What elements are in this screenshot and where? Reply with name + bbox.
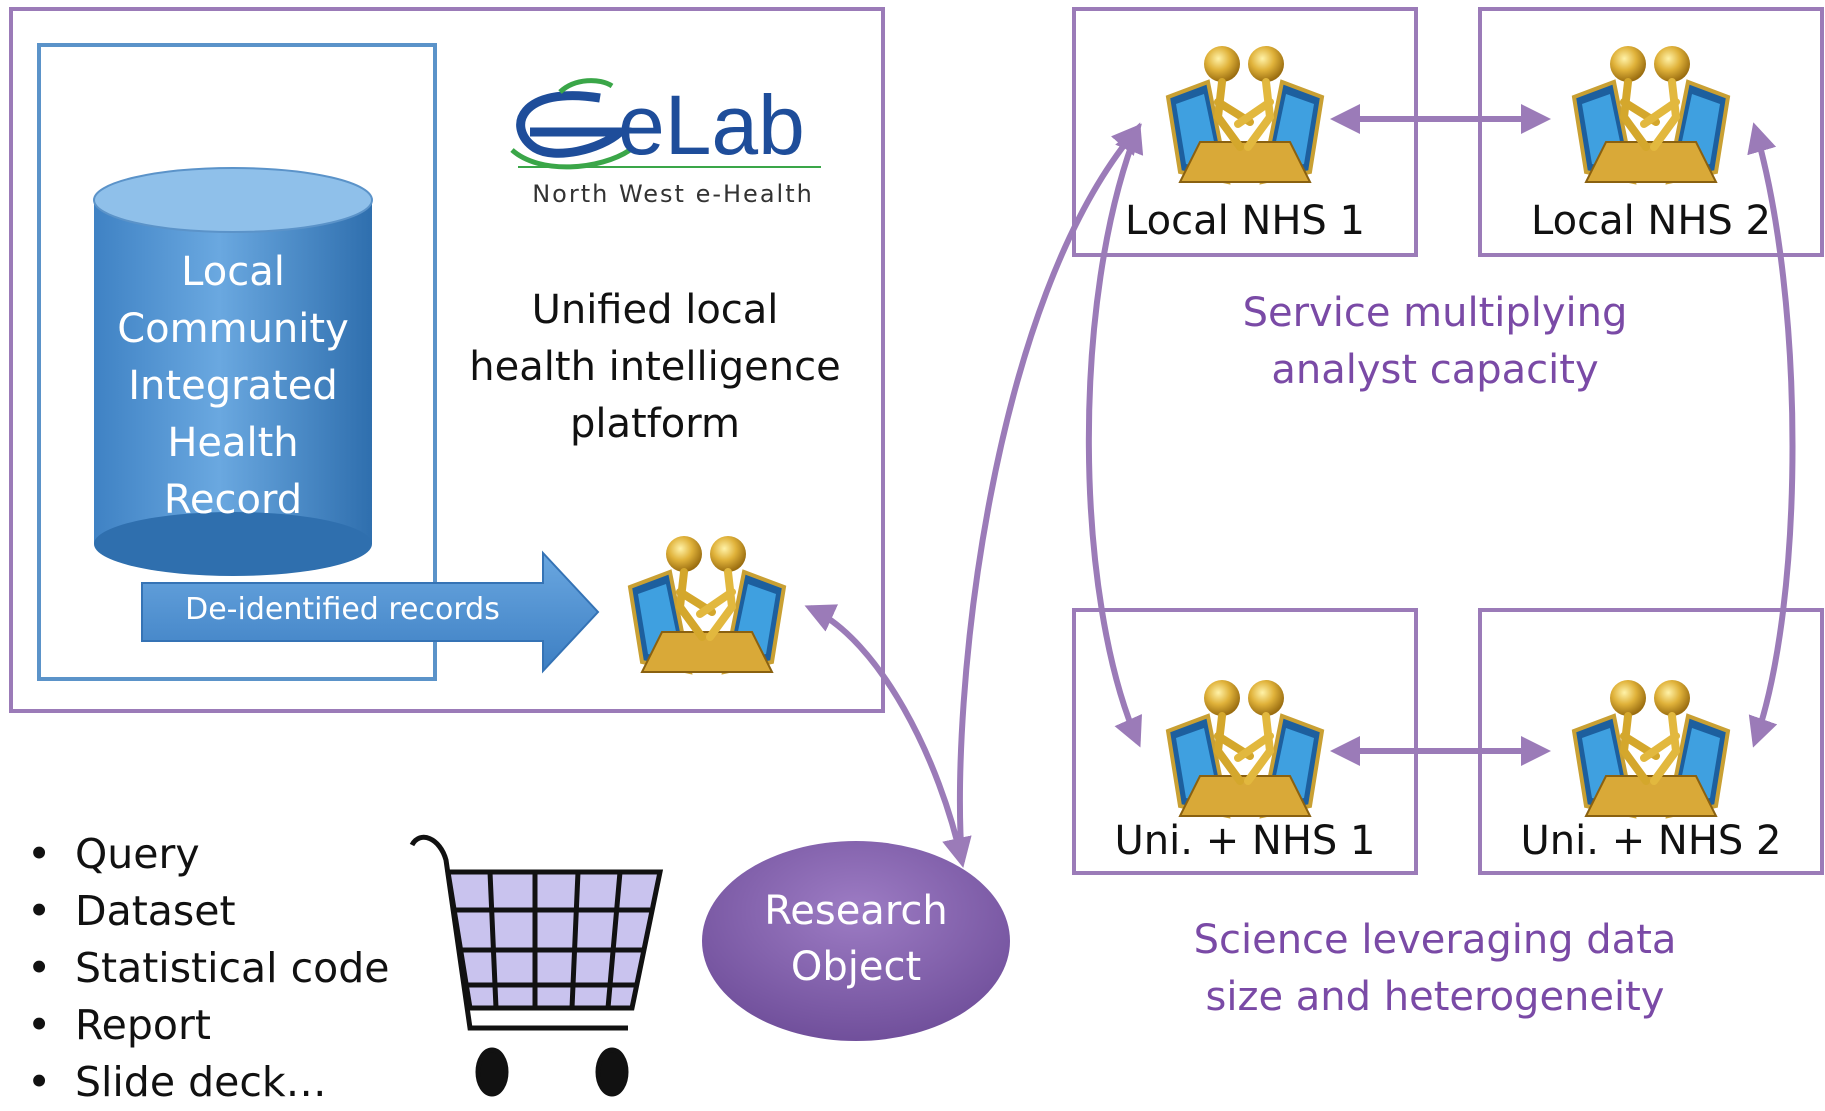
list-item: Query: [0, 826, 420, 883]
database-label-line: Integrated: [128, 363, 338, 409]
arrow-platform-to-research: [804, 604, 972, 868]
uni-nhs-2-analysts-icon: [1574, 680, 1728, 816]
list-item: Slide deck…: [0, 1054, 420, 1111]
elab-tagline: North West e-Health: [532, 180, 814, 208]
science-caption-line: Science leveraging data: [1193, 917, 1677, 963]
node-label-uni-nhs-2: Uni. + NHS 2: [1520, 818, 1782, 864]
service-caption: Service multiplying analyst capacity: [1150, 285, 1720, 399]
service-caption-line: Service multiplying: [1242, 290, 1628, 336]
elab-logo-icon: [510, 78, 821, 170]
database-label: Local Community Integrated Health Record: [94, 244, 372, 529]
de-identified-records-arrow: [141, 550, 600, 674]
de-identified-records-label: De-identified records: [185, 592, 500, 627]
science-caption: Science leveraging data size and heterog…: [1130, 912, 1740, 1026]
local-nhs-1-analysts-icon: [1168, 46, 1322, 182]
database-label-line: Local: [181, 249, 285, 295]
research-object-ellipse: [702, 841, 1010, 1041]
arrow-nhs2-to-uni2: [1747, 122, 1796, 748]
database-label-line: Community: [117, 306, 349, 352]
list-item: Statistical code: [0, 940, 420, 997]
platform-label-line: health intelligence: [469, 344, 841, 390]
database-label-line: Health: [167, 420, 299, 466]
local-nhs-2-analysts-icon: [1574, 46, 1728, 182]
record-container: [37, 43, 437, 681]
service-caption-line: analyst capacity: [1271, 347, 1599, 393]
node-label-local-nhs-1: Local NHS 1: [1125, 198, 1365, 244]
platform-label-line: platform: [570, 401, 740, 447]
list-item: Dataset: [0, 883, 420, 940]
database-cylinder-icon: [93, 167, 373, 576]
research-object-label: Research Object: [702, 883, 1010, 995]
arrow-research-to-nhs1: [957, 123, 1142, 863]
research-object-line: Object: [790, 944, 922, 990]
science-caption-line: size and heterogeneity: [1205, 974, 1665, 1020]
list-item: Report: [0, 997, 420, 1054]
research-object-line: Research: [764, 888, 948, 934]
platform-label: Unified local health intelligence platfo…: [460, 282, 850, 453]
shopping-cart-icon: [409, 834, 664, 1097]
arrow-nhs1-to-uni1: [1085, 122, 1144, 748]
elab-logo-text: eLab: [618, 78, 805, 172]
platform-analysts-icon: [630, 536, 784, 672]
platform-label-line: Unified local: [531, 287, 779, 333]
uni-nhs-1-analysts-icon: [1168, 680, 1322, 816]
database-label-line: Record: [163, 477, 303, 523]
node-label-uni-nhs-1: Uni. + NHS 1: [1114, 818, 1376, 864]
node-label-local-nhs-2: Local NHS 2: [1531, 198, 1771, 244]
research-object-contents-list: Query Dataset Statistical code Report Sl…: [0, 826, 420, 1111]
